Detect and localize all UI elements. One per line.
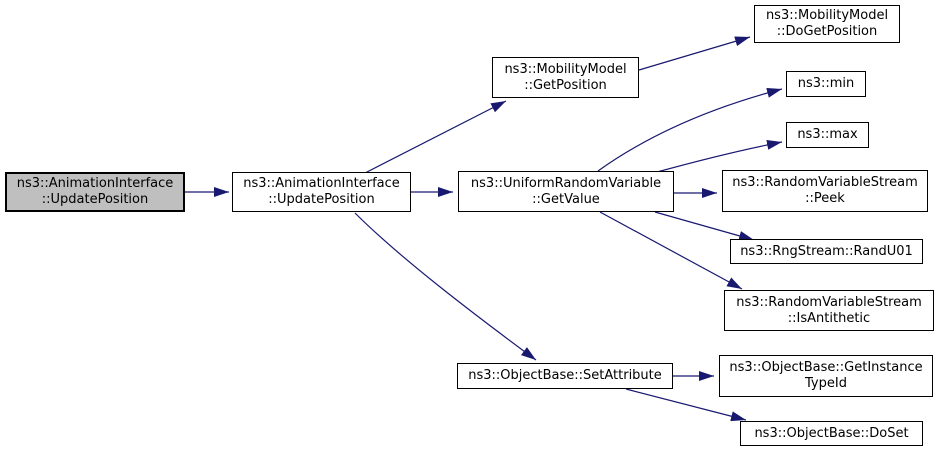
node-animationinterface-updateposition[interactable]: ns3::AnimationInterface ::UpdatePosition: [232, 172, 411, 212]
node-ns3-max[interactable]: ns3::max: [786, 122, 869, 148]
node-randomvariablestream-peek[interactable]: ns3::RandomVariableStream ::Peek: [722, 170, 928, 212]
edge-n2-n3: [364, 100, 507, 174]
node-objectbase-doset[interactable]: ns3::ObjectBase::DoSet: [740, 421, 923, 446]
edge-n11-n13: [625, 388, 747, 422]
edge-n7-n10: [599, 211, 743, 290]
node-mobilitymodel-getposition[interactable]: ns3::MobilityModel ::GetPosition: [492, 57, 639, 98]
edge-n3-n4: [638, 36, 751, 71]
node-objectbase-setattribute[interactable]: ns3::ObjectBase::SetAttribute: [457, 363, 673, 389]
node-uniformrandomvariable-getvalue[interactable]: ns3::UniformRandomVariable ::GetValue: [458, 171, 674, 212]
edge-n2-n11: [354, 212, 537, 361]
node-objectbase-getinstancetypeid[interactable]: ns3::ObjectBase::GetInstance TypeId: [719, 355, 933, 397]
edge-n7-n6: [656, 139, 783, 173]
node-rngstream-randu01[interactable]: ns3::RngStream::RandU01: [730, 239, 923, 264]
node-randomvariablestream-isantithetic[interactable]: ns3::RandomVariableStream ::IsAntithetic: [724, 290, 934, 331]
node-ns3-min[interactable]: ns3::min: [786, 71, 866, 97]
node-mobilitymodel-dogetposition[interactable]: ns3::MobilityModel ::DoGetPosition: [754, 5, 900, 43]
edge-n7-n9: [654, 211, 755, 241]
edge-n7-n5: [597, 87, 783, 172]
node-animationinterface-updateposition-current: ns3::AnimationInterface ::UpdatePosition: [5, 172, 185, 212]
